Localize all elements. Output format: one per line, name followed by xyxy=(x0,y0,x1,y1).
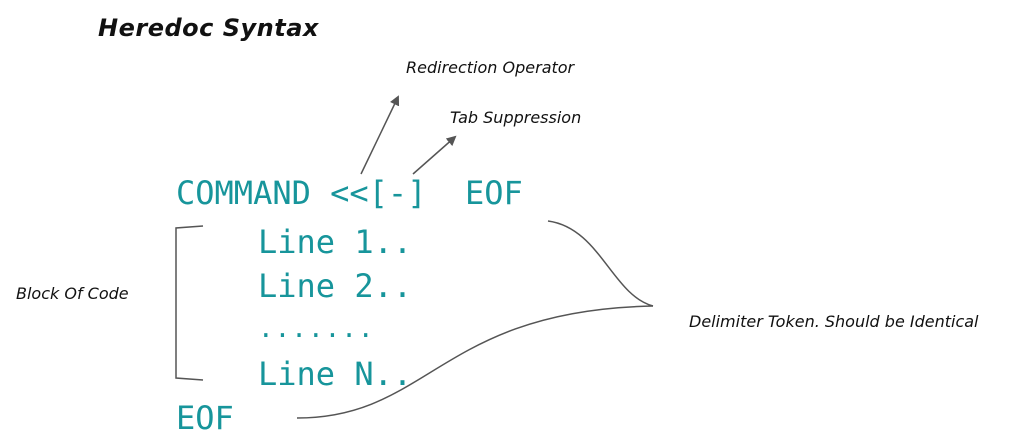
code-line-1: Line 1.. xyxy=(258,223,413,261)
label-tab-suppression: Tab Suppression xyxy=(450,108,582,127)
delimiter-brace-upper xyxy=(547,220,654,307)
arrow-tab-suppression xyxy=(412,135,457,175)
label-block-of-code: Block Of Code xyxy=(16,284,129,303)
label-delimiter-token: Delimiter Token. Should be Identical xyxy=(689,312,979,331)
delimiter-brace-lower xyxy=(296,305,654,419)
code-line-2: Line 2.. xyxy=(258,267,413,305)
code-ellipsis: ....... xyxy=(258,314,375,344)
code-command-line: COMMAND <<[-] EOF xyxy=(176,174,523,212)
diagram-title: Heredoc Syntax xyxy=(98,14,319,42)
label-redirection-operator: Redirection Operator xyxy=(406,58,575,77)
arrow-redirection-operator xyxy=(360,95,400,175)
code-line-n: Line N.. xyxy=(258,355,413,393)
block-bracket xyxy=(175,225,204,381)
code-closing-delimiter: EOF xyxy=(176,399,234,437)
